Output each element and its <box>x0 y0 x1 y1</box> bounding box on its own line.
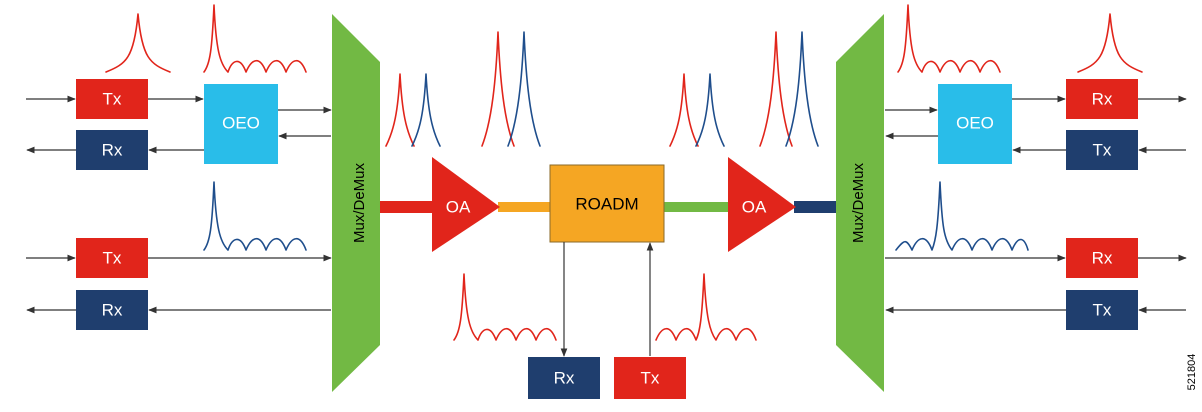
connector-group-roadm <box>560 242 654 357</box>
rx-box-left-bottom-label: Rx <box>102 300 123 319</box>
roadm-label: ROADM <box>575 194 638 213</box>
mux-demux-left-label: Mux/DeMux <box>351 162 368 243</box>
tx-box-left-top-label: Tx <box>103 89 122 108</box>
mux-demux-right-label: Mux/DeMux <box>850 162 867 243</box>
rx-box-right-bottom-label: Rx <box>1092 248 1113 267</box>
tx-box-right-bottom <box>1066 290 1138 330</box>
tx-box-right-top <box>1066 130 1138 170</box>
optical-amplifier-left <box>432 157 500 252</box>
connector-group-left <box>26 95 332 314</box>
rx-box-right-bottom <box>1066 238 1138 278</box>
optical-amplifier-right-label: OA <box>742 197 767 216</box>
spectrum-tall-peaks-center-blue <box>507 31 541 147</box>
spectrum-tall-peaks-center-red <box>481 31 515 147</box>
spectrum-single-peak-left <box>105 13 171 73</box>
trunk-green-segment <box>664 202 728 212</box>
oeo-box-right <box>938 84 1012 164</box>
mux-demux-right <box>836 14 884 392</box>
mux-demux-left <box>332 14 380 392</box>
tx-box-right-top-label: Tx <box>1093 140 1112 159</box>
connector-group-right <box>885 95 1187 314</box>
oeo-box-left <box>204 84 278 164</box>
spectrum-two-peaks-left-blue <box>411 73 441 147</box>
spectrum-peak-tail-left-bottom <box>203 181 307 251</box>
spectrum-add-peak-tail <box>655 273 757 341</box>
oeo-box-right-label: OEO <box>956 113 994 132</box>
rx-box-right-top-label: Rx <box>1092 89 1113 108</box>
spectrum-peak-tail-right-top <box>897 4 1001 73</box>
spectrum-peak-tail-right-bottom <box>895 181 1029 251</box>
tx-box-left-bottom <box>76 238 148 278</box>
tx-box-right-bottom-label: Tx <box>1093 300 1112 319</box>
tx-box-add-label: Tx <box>641 368 660 387</box>
tx-box-left-top <box>76 79 148 119</box>
tx-box-left-bottom-label: Tx <box>103 248 122 267</box>
rx-box-left-top-label: Rx <box>102 140 123 159</box>
spectrum-group <box>105 4 1143 341</box>
spectrum-drop-peak-tail <box>453 273 557 341</box>
rx-box-right-top <box>1066 79 1138 119</box>
trunk-red-segment <box>380 201 432 213</box>
spectrum-two-peaks-right-blue <box>695 73 725 147</box>
optical-amplifier-right <box>728 157 796 252</box>
oeo-box-left-label: OEO <box>222 113 260 132</box>
spectrum-single-peak-right <box>1077 13 1143 73</box>
tx-box-add <box>614 357 686 399</box>
spectrum-tall-peaks-right-blue <box>785 31 819 147</box>
spectrum-two-peaks-left-red <box>385 73 415 147</box>
rx-box-left-top <box>76 130 148 170</box>
spectrum-two-peaks-right-red <box>669 73 699 147</box>
figure-id: 521804 <box>1186 354 1198 391</box>
roadm-box <box>549 164 665 243</box>
rx-box-left-bottom <box>76 290 148 330</box>
spectrum-tall-peaks-right-red <box>759 31 793 147</box>
optical-amplifier-left-label: OA <box>446 197 471 216</box>
trunk-navy-segment <box>794 201 836 213</box>
rx-box-drop-label: Rx <box>554 368 575 387</box>
spectrum-peak-tail-left-top <box>203 4 307 73</box>
rx-box-drop <box>528 357 600 399</box>
trunk-orange-segment-left <box>498 202 550 212</box>
